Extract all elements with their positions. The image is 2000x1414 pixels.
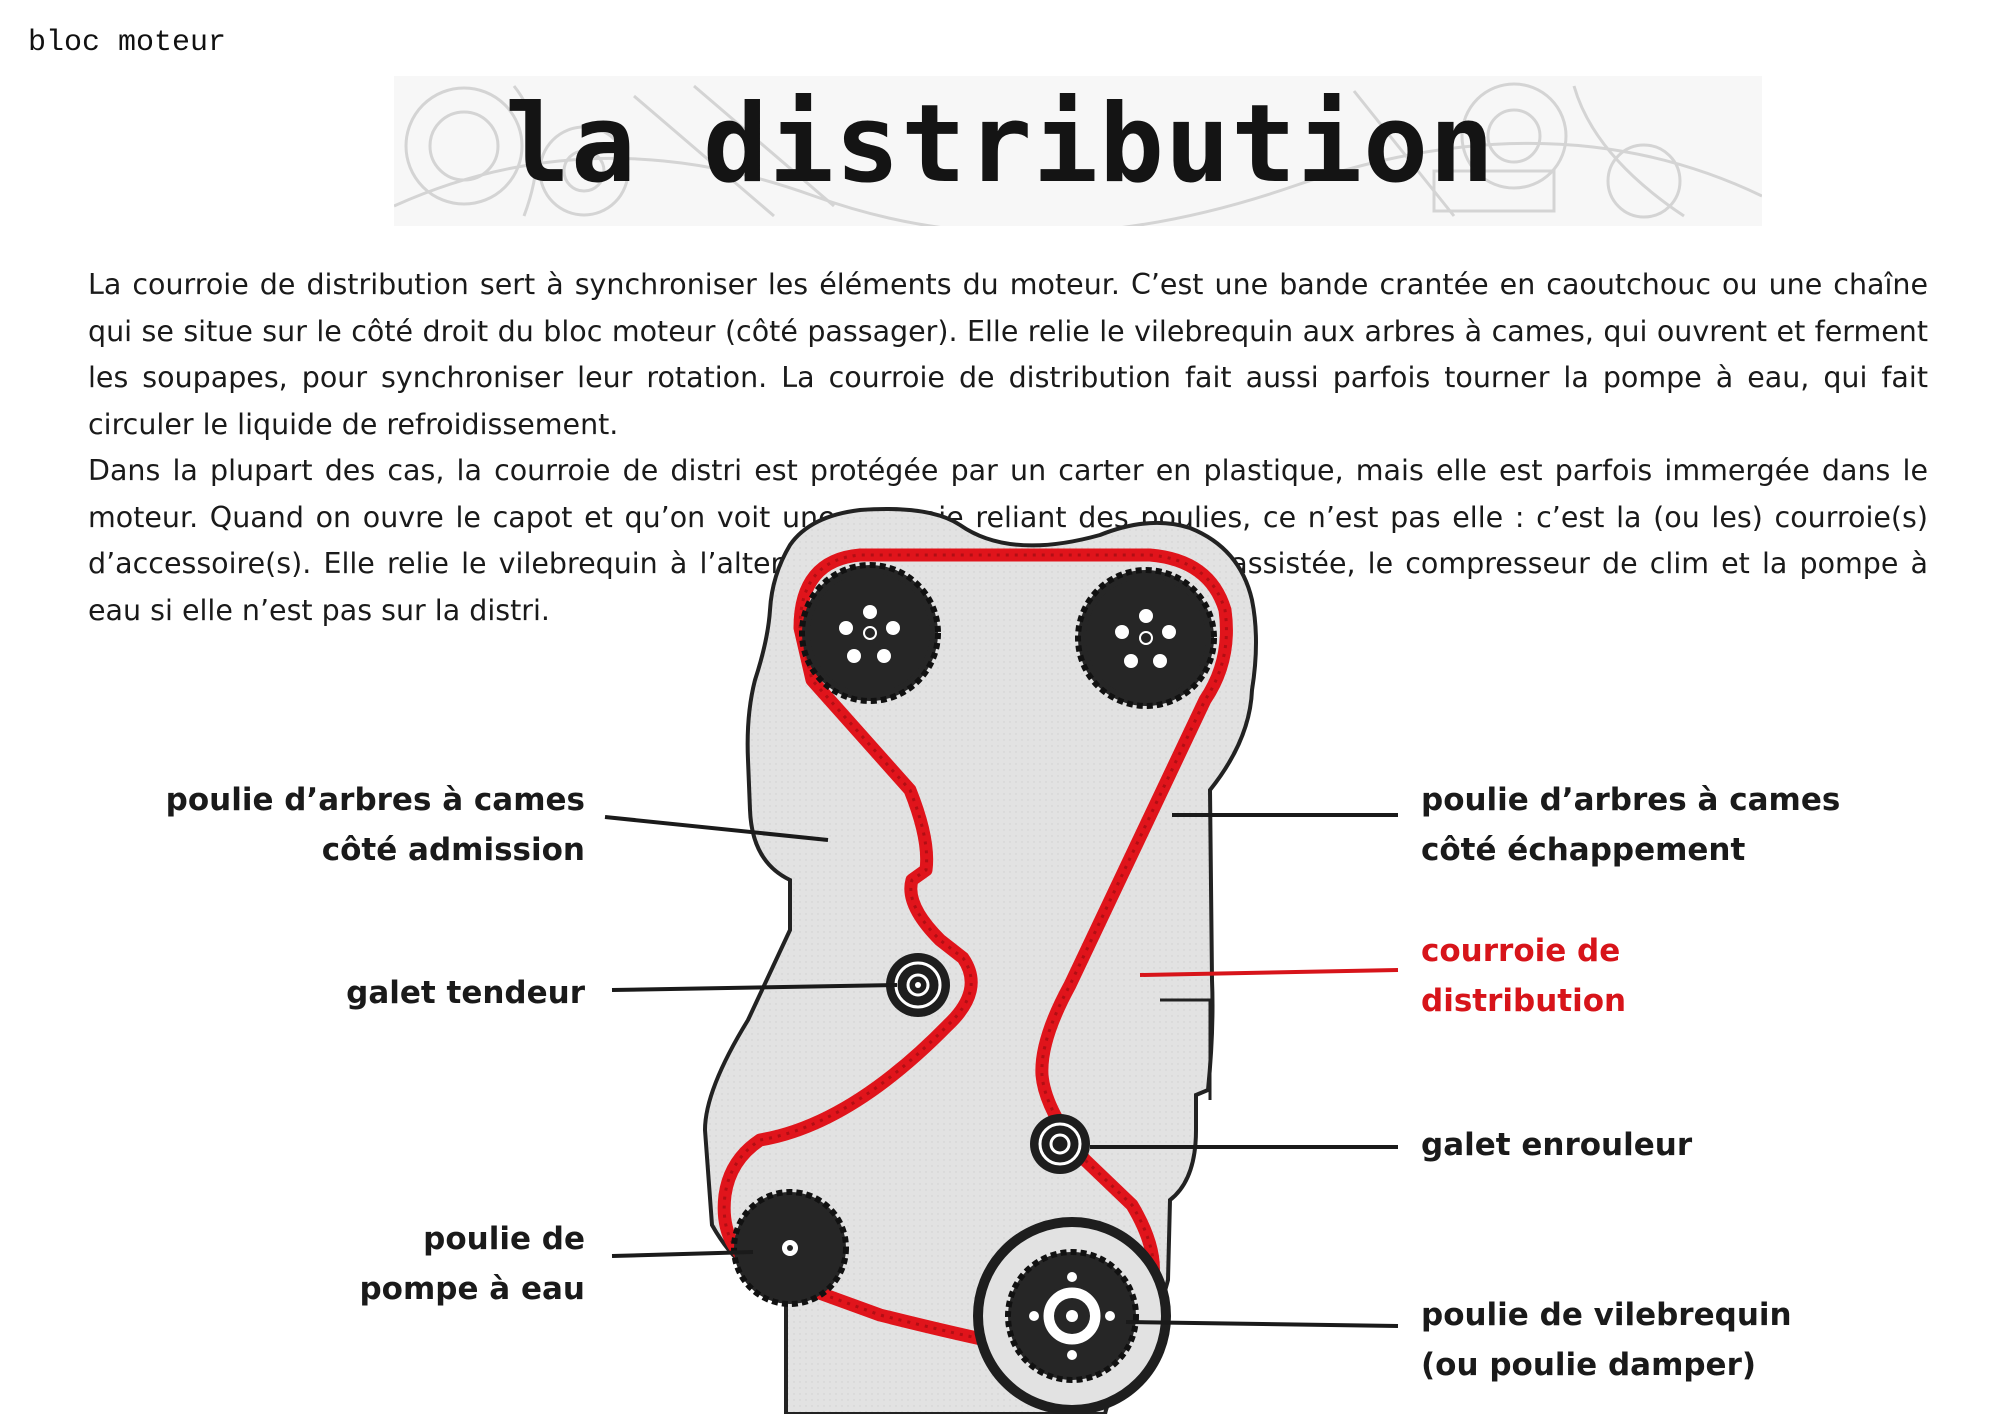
- housing-notch: [1160, 998, 1212, 1100]
- label-cam-intake-line1: poulie d’arbres à cames: [165, 782, 585, 818]
- label-belt: courroie de distribution: [1421, 926, 1626, 1026]
- label-tensioner-line1: galet tendeur: [346, 975, 585, 1011]
- label-idler-line1: galet enrouleur: [1421, 1127, 1693, 1163]
- leader-lines: [604, 813, 1399, 1328]
- label-cam-exhaust-line2: côté échappement: [1421, 832, 1746, 868]
- label-cam-exhaust-line1: poulie d’arbres à cames: [1421, 782, 1841, 818]
- label-cam-exhaust: poulie d’arbres à cames côté échappement: [1421, 775, 1840, 875]
- cam-pulley-exhaust: [1075, 567, 1217, 709]
- engine-sketch-background: [394, 76, 1762, 226]
- intro-paragraph-1: La courroie de distribution sert à synch…: [88, 268, 1928, 441]
- label-crankshaft-line2: (ou poulie damper): [1421, 1347, 1757, 1383]
- cam-pulley-intake: [799, 562, 941, 704]
- label-water-pump-line2: pompe à eau: [359, 1271, 585, 1307]
- tensioner-roller: [886, 953, 950, 1017]
- label-idler: galet enrouleur: [1421, 1120, 1692, 1170]
- page-title: la distribution: [504, 82, 1496, 207]
- label-cam-intake-line2: côté admission: [321, 832, 585, 868]
- title-banner: [394, 76, 1762, 226]
- label-tensioner: galet tendeur: [150, 968, 585, 1018]
- label-crankshaft: poulie de vilebrequin (ou poulie damper): [1421, 1290, 1792, 1390]
- label-water-pump-line1: poulie de: [423, 1221, 585, 1257]
- label-belt-line2: distribution: [1421, 983, 1627, 1019]
- water-pump-pulley: [731, 1189, 849, 1307]
- label-cam-intake: poulie d’arbres à cames côté admission: [150, 775, 585, 875]
- label-crankshaft-line1: poulie de vilebrequin: [1421, 1297, 1792, 1333]
- label-belt-line1: courroie de: [1421, 933, 1621, 969]
- section-tag: bloc moteur: [28, 26, 227, 60]
- idler-roller: [1030, 1114, 1090, 1174]
- crankshaft-pulley: [973, 1217, 1171, 1414]
- belt-leader-line: [1139, 968, 1399, 977]
- label-water-pump: poulie de pompe à eau: [150, 1214, 585, 1314]
